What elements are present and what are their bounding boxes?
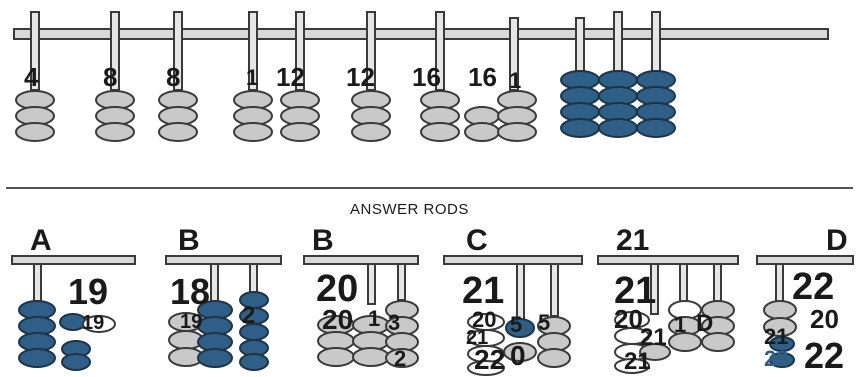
answer-letter: 21 bbox=[616, 224, 650, 257]
answer-letter: B bbox=[178, 224, 200, 257]
answer-number: 20 bbox=[316, 268, 359, 310]
answer-number: 21 bbox=[466, 327, 489, 349]
answer-letter: D bbox=[826, 224, 848, 257]
answer-number: 2 bbox=[242, 302, 256, 329]
answer-number: 21 bbox=[624, 348, 651, 375]
answer-rods-heading: ANSWER RODS bbox=[350, 201, 469, 218]
answer-number: 5 bbox=[510, 312, 523, 337]
answer-number: 1 bbox=[674, 312, 687, 337]
answer-number: 21 bbox=[640, 324, 667, 351]
question-rod-9 bbox=[509, 17, 519, 91]
answer-rails bbox=[11, 255, 854, 265]
answer-number: 3 bbox=[388, 310, 401, 335]
question-label: 12 bbox=[346, 62, 375, 92]
question-label: 16 bbox=[412, 62, 441, 92]
answer-number: 19 bbox=[68, 271, 109, 312]
question-rods bbox=[30, 11, 661, 91]
answer-number: 22 bbox=[804, 335, 845, 376]
answer-number: 22 bbox=[792, 266, 835, 308]
answer-number: 20 bbox=[810, 304, 839, 334]
answer-letter-inline: D bbox=[696, 310, 714, 337]
answer-letter: C bbox=[466, 224, 488, 257]
question-grey-beads bbox=[15, 90, 537, 142]
question-label: 8 bbox=[103, 62, 118, 92]
answer-letter: A bbox=[30, 224, 52, 257]
answer-number: 2 bbox=[394, 346, 407, 371]
answer-number: 0 bbox=[510, 340, 526, 371]
question-label: 16 bbox=[468, 62, 497, 92]
answer-number: 22 bbox=[474, 344, 506, 375]
answer-number: 20 bbox=[322, 304, 354, 335]
answer-number: 20 bbox=[614, 304, 643, 334]
answer-number: 20 bbox=[472, 307, 497, 332]
question-label: 12 bbox=[276, 62, 305, 92]
answer-number: 5 bbox=[538, 310, 551, 335]
question-label: 1 bbox=[246, 65, 259, 90]
panel-b1-beads bbox=[168, 291, 269, 371]
panel-21-beads bbox=[614, 300, 735, 374]
question-label: 4 bbox=[24, 62, 39, 92]
question-label: 8 bbox=[166, 62, 181, 92]
answer-number: 21 bbox=[764, 324, 789, 349]
answer-number: 21 bbox=[462, 270, 505, 312]
panel-b2-beads bbox=[317, 300, 419, 368]
question-rod-11 bbox=[613, 11, 623, 79]
question-rod-10 bbox=[575, 17, 585, 79]
question-rail bbox=[13, 28, 829, 40]
answer-number: 1 bbox=[368, 306, 381, 331]
panel-d-beads bbox=[763, 300, 797, 368]
panel-c-beads bbox=[467, 313, 571, 376]
answer-number: 21 bbox=[614, 270, 657, 312]
question-rod-12 bbox=[651, 11, 661, 79]
answer-rods bbox=[33, 263, 784, 321]
answer-number: 18 bbox=[170, 271, 211, 312]
answer-letter: B bbox=[312, 224, 334, 257]
answer-number: 19 bbox=[82, 312, 105, 334]
panel-a-beads bbox=[18, 300, 116, 371]
answer-number: 22 bbox=[764, 346, 789, 371]
question-label: 1 bbox=[509, 68, 522, 93]
answer-number: 19 bbox=[180, 311, 203, 333]
question-blue-beads bbox=[560, 70, 676, 138]
